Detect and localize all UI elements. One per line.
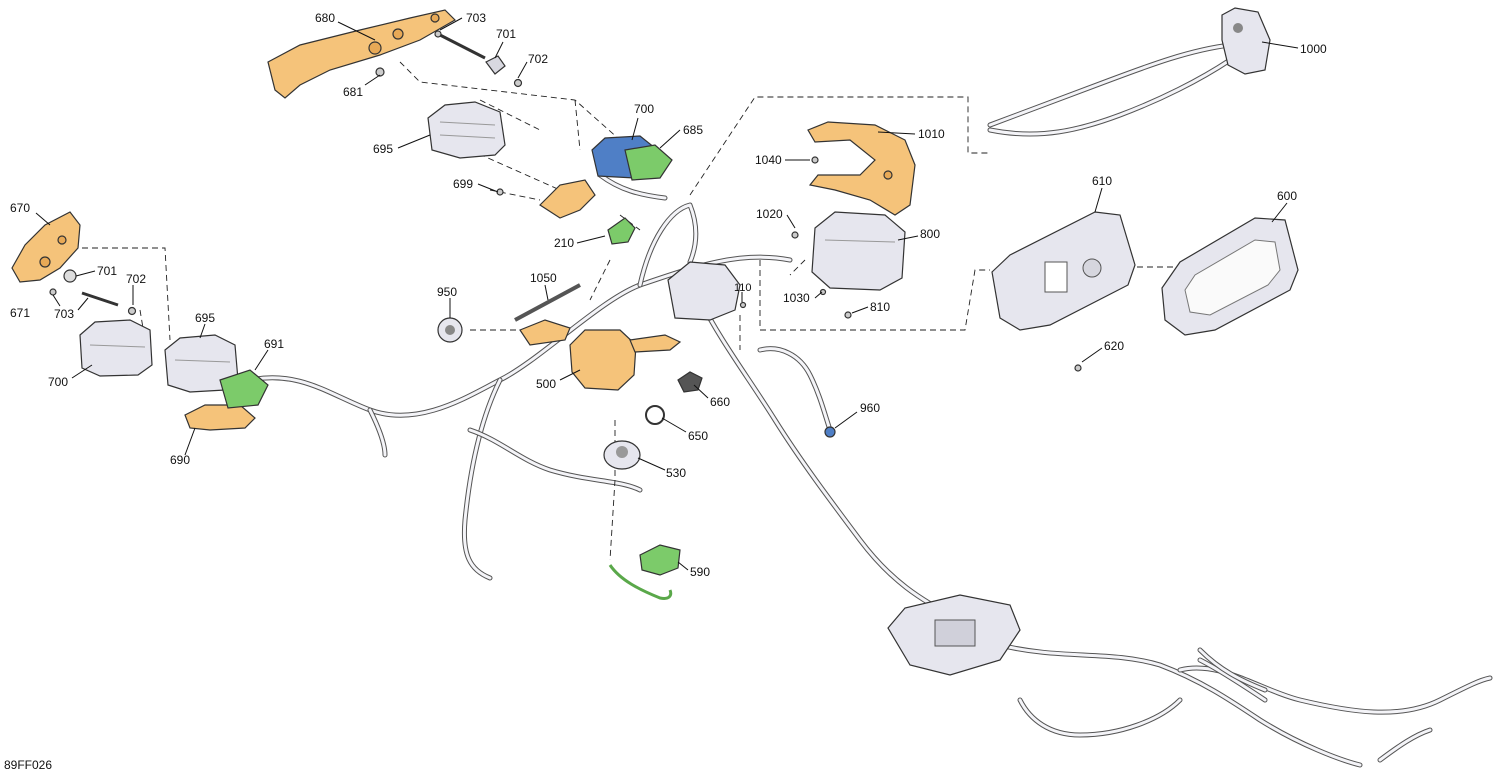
part-530-socket [603,440,641,470]
fuse-box-assembly [887,594,1021,676]
part-600-gauge-cluster [1161,217,1299,336]
label-699: 699 [453,177,473,191]
part-number-labels: 680 703 701 702 681 700 685 695 699 210 … [10,11,1327,579]
part-690-691-assembly [184,369,269,431]
main-wiring-harness [247,172,1493,768]
label-660: 660 [710,395,730,409]
label-701-top: 701 [496,27,516,41]
part-800-module [811,211,906,291]
label-950: 950 [437,285,457,299]
part-1050-strap [514,283,581,322]
label-500: 500 [536,377,556,391]
fasteners-top [375,30,523,88]
label-110: 110 [734,282,752,294]
label-650: 650 [688,429,708,443]
label-701-left: 701 [97,264,117,278]
label-960: 960 [860,401,880,415]
label-590: 590 [690,565,710,579]
part-700-blue-module [591,135,673,181]
label-691: 691 [264,337,284,351]
label-690: 690 [170,453,190,467]
label-1040: 1040 [755,153,782,167]
diagram-code: 89FF026 [4,758,52,772]
label-681: 681 [343,85,363,99]
label-702-left: 702 [126,272,146,286]
label-620: 620 [1104,339,1124,353]
part-1010-bracket [807,121,916,216]
label-1050: 1050 [530,271,557,285]
label-703-top: 703 [466,11,486,25]
part-590-switch [608,544,681,600]
part-500-switch-housing [519,319,682,391]
central-connector-box [667,261,741,321]
label-703-left: 703 [54,307,74,321]
label-671: 671 [10,306,30,320]
label-670: 670 [10,201,30,215]
label-695-top: 695 [373,142,393,156]
label-210: 210 [554,236,574,250]
label-695-left: 695 [195,311,215,325]
label-810: 810 [870,300,890,314]
part-650-ring [645,405,665,425]
label-610: 610 [1092,174,1112,188]
label-800: 800 [920,227,940,241]
part-680-bracket [267,9,456,99]
label-600: 600 [1277,189,1297,203]
label-685: 685 [683,123,703,137]
leader-lines [35,17,1299,571]
label-530: 530 [666,466,686,480]
label-1010: 1010 [918,127,945,141]
label-1020: 1020 [756,207,783,221]
label-700-top: 700 [634,102,654,116]
part-950-key-switch [437,317,463,343]
part-695-top-module [427,101,506,159]
dashed-guide-lines [82,61,1175,561]
switch-harness [987,42,1233,137]
part-960-connector [824,426,836,438]
part-670-bracket [11,211,81,283]
label-702-top: 702 [528,52,548,66]
part-1000-switch [1221,7,1271,75]
part-610-cluster-housing [991,211,1136,331]
label-700-left: 700 [48,375,68,389]
label-1030: 1030 [783,291,810,305]
small-fasteners [496,156,1082,372]
part-699-bracket [539,179,596,219]
part-210-connector [607,217,636,245]
label-1000: 1000 [1300,42,1327,56]
label-680: 680 [315,11,335,25]
part-700-left-module [79,319,153,377]
